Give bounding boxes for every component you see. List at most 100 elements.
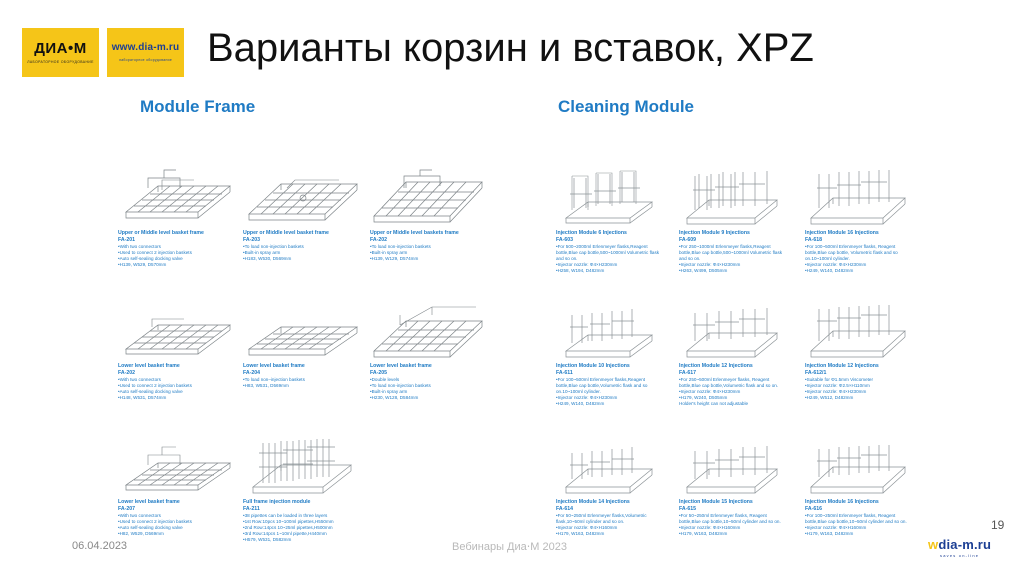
- list-item: Upper or Middle level basket frame FA-20…: [118, 168, 238, 268]
- item-body: •For 50~250ml Erlenmeyer flasks,Volumetr…: [556, 513, 647, 537]
- item-title: Upper or Middle level baskets frame: [370, 230, 459, 236]
- item-title: Lower level basket frame: [370, 363, 432, 369]
- list-item: Upper or Middle level basket frame FA-20…: [243, 168, 363, 262]
- logo-diam-main: ДИА•М: [34, 40, 87, 57]
- list-item: Lower level basket frame FA-204 •To load…: [243, 303, 363, 389]
- list-item: Injection Module 6 Injections FA-603 •Fo…: [556, 168, 666, 274]
- item-body: •With two connectors •Used to connect 2 …: [118, 513, 192, 537]
- footer-date: 06.04.2023: [72, 540, 128, 552]
- footer-center-text: Вебинары Диа⋅М 2023: [452, 541, 567, 553]
- item-body: •For 100~500ml Erlenmeyer flasks, Reagen…: [805, 244, 898, 274]
- item-code: FA-615: [679, 505, 697, 512]
- item-body: •Suitable for Φ1.5mm Viscometer •Injecto…: [805, 377, 873, 401]
- item-code: FA-603: [556, 236, 574, 243]
- page-title: Варианты корзин и вставок, XPZ: [207, 26, 814, 70]
- item-code: FA-617: [679, 369, 697, 376]
- logo-site-sub: лабораторное оборудование: [118, 58, 173, 62]
- item-code: FA-612/1: [805, 369, 827, 376]
- injection-module-illustration: [805, 168, 915, 230]
- item-code: FA-616: [805, 505, 823, 512]
- basket-frame-illustration: [118, 303, 238, 363]
- injection-module-illustration: [805, 437, 915, 499]
- item-title: Injection Module 10 Injections: [556, 363, 630, 369]
- injection-module-illustration: [556, 168, 666, 230]
- item-title: Lower level basket frame: [118, 499, 180, 505]
- list-item: Full frame injection module FA-211 •38 p…: [243, 437, 363, 543]
- item-title: Injection Module 16 Injections: [805, 499, 879, 505]
- item-title: Full frame injection module: [243, 499, 311, 505]
- list-item: Lower level basket frame FA-207 •With tw…: [118, 437, 238, 537]
- item-title: Upper or Middle level basket frame: [243, 230, 329, 236]
- item-title: Injection Module 15 Injections: [679, 499, 753, 505]
- item-title: Injection Module 12 Injections: [805, 363, 879, 369]
- list-item: Lower level basket frame FA-205 •Double …: [370, 303, 490, 401]
- item-code: FA-203: [243, 236, 261, 243]
- injection-module-illustration: [556, 437, 666, 499]
- pipette-module-illustration: [243, 437, 363, 499]
- item-body: •For 250~1000ml Erlenmeyer flasks,Reagen…: [679, 244, 783, 274]
- list-item: Injection Module 14 Injections FA-614 •F…: [556, 437, 666, 537]
- item-code: FA-204: [243, 369, 261, 376]
- item-code: FA-207: [118, 505, 136, 512]
- item-code: FA-211: [243, 505, 260, 512]
- logo-site: www.dia-m.ru лабораторное оборудование: [107, 28, 184, 77]
- list-item: Upper or Middle level baskets frame FA-2…: [370, 168, 490, 262]
- section-heading-cleaning-module: Cleaning Module: [558, 97, 694, 116]
- basket-frame-illustration: [370, 168, 490, 230]
- list-item: Injection Module 12 Injections FA-617 •F…: [679, 303, 789, 407]
- list-item: Injection Module 16 Injections FA-616 •F…: [805, 437, 915, 537]
- footer-logo-text: dia-m.ru: [938, 537, 992, 552]
- item-code: FA-611: [556, 369, 573, 376]
- item-title: Upper or Middle level basket frame: [118, 230, 204, 236]
- item-body: •Double levels •To load non-injection ba…: [370, 377, 431, 401]
- injection-module-illustration: [679, 168, 789, 230]
- injection-module-illustration: [556, 303, 666, 363]
- list-item: Injection Module 15 Injections FA-615 •F…: [679, 437, 789, 537]
- logo-diam-sub: лабораторное оборудование: [27, 60, 94, 64]
- item-title: Injection Module 16 Injections: [805, 230, 879, 236]
- item-body: •38 pipettes can be loaded in three laye…: [243, 513, 334, 543]
- item-body: •To load non-injection baskets •Built-in…: [243, 244, 304, 262]
- basket-frame-illustration: [370, 303, 490, 363]
- basket-frame-illustration: [243, 303, 363, 363]
- footer-logo-sub: saves on-line: [940, 553, 980, 558]
- item-body: •For 100~250ml Erlenmeyer flasks, Reagen…: [805, 513, 907, 537]
- list-item: Injection Module 9 Injections FA-609 •Fo…: [679, 168, 789, 274]
- item-code: FA-201: [118, 236, 136, 243]
- item-body: •For 100~500ml Erlenmeyer flasks,Reagent…: [556, 377, 648, 407]
- item-body: •For 50~250ml Erlenmeyer flasks, Reagent…: [679, 513, 781, 537]
- item-code: FA-614: [556, 505, 574, 512]
- list-item: Lower level basket frame FA-202 •With tw…: [118, 303, 238, 401]
- item-title: Injection Module 12 Injections: [679, 363, 753, 369]
- item-body: •With two connectors •Used to connect 2 …: [118, 244, 192, 268]
- injection-module-illustration: [679, 303, 789, 363]
- item-title: Lower level basket frame: [118, 363, 180, 369]
- basket-frame-illustration: [243, 168, 363, 230]
- item-body: •To load non–injection baskets •H83, W53…: [243, 377, 305, 389]
- basket-frame-illustration: [118, 437, 238, 499]
- page-number: 19: [991, 518, 1005, 532]
- item-title: Injection Module 9 Injections: [679, 230, 750, 236]
- item-title: Injection Module 14 Injections: [556, 499, 630, 505]
- item-body: •To load non-injection baskets •Built-in…: [370, 244, 431, 262]
- logo-diam: ДИА•М лабораторное оборудование: [22, 28, 99, 77]
- item-title: Injection Module 6 Injections: [556, 230, 627, 236]
- list-item: Injection Module 12 Injections FA-612/1 …: [805, 303, 915, 401]
- item-code: FA-618: [805, 236, 823, 243]
- section-heading-module-frame: Module Frame: [140, 97, 256, 116]
- footer-logo-main: wdia-m.ru: [928, 538, 991, 551]
- item-body: •For 500~2000ml Erlenmeyer flasks,Reagen…: [556, 244, 660, 274]
- footer-logo-w: w: [928, 537, 939, 552]
- injection-module-illustration: [805, 303, 915, 363]
- item-code: FA-202: [118, 369, 136, 376]
- item-code: FA-609: [679, 236, 697, 243]
- list-item: Injection Module 10 Injections FA-611 •F…: [556, 303, 666, 407]
- item-code: FA-202: [370, 236, 388, 243]
- footer-logo: wdia-m.ru saves on-line: [928, 538, 991, 558]
- list-item: Injection Module 16 Injections FA-618 •F…: [805, 168, 915, 274]
- item-code: FA-205: [370, 369, 388, 376]
- basket-frame-illustration: [118, 168, 238, 230]
- item-body: •With two connectors •Used to connect 2 …: [118, 377, 192, 401]
- injection-module-illustration: [679, 437, 789, 499]
